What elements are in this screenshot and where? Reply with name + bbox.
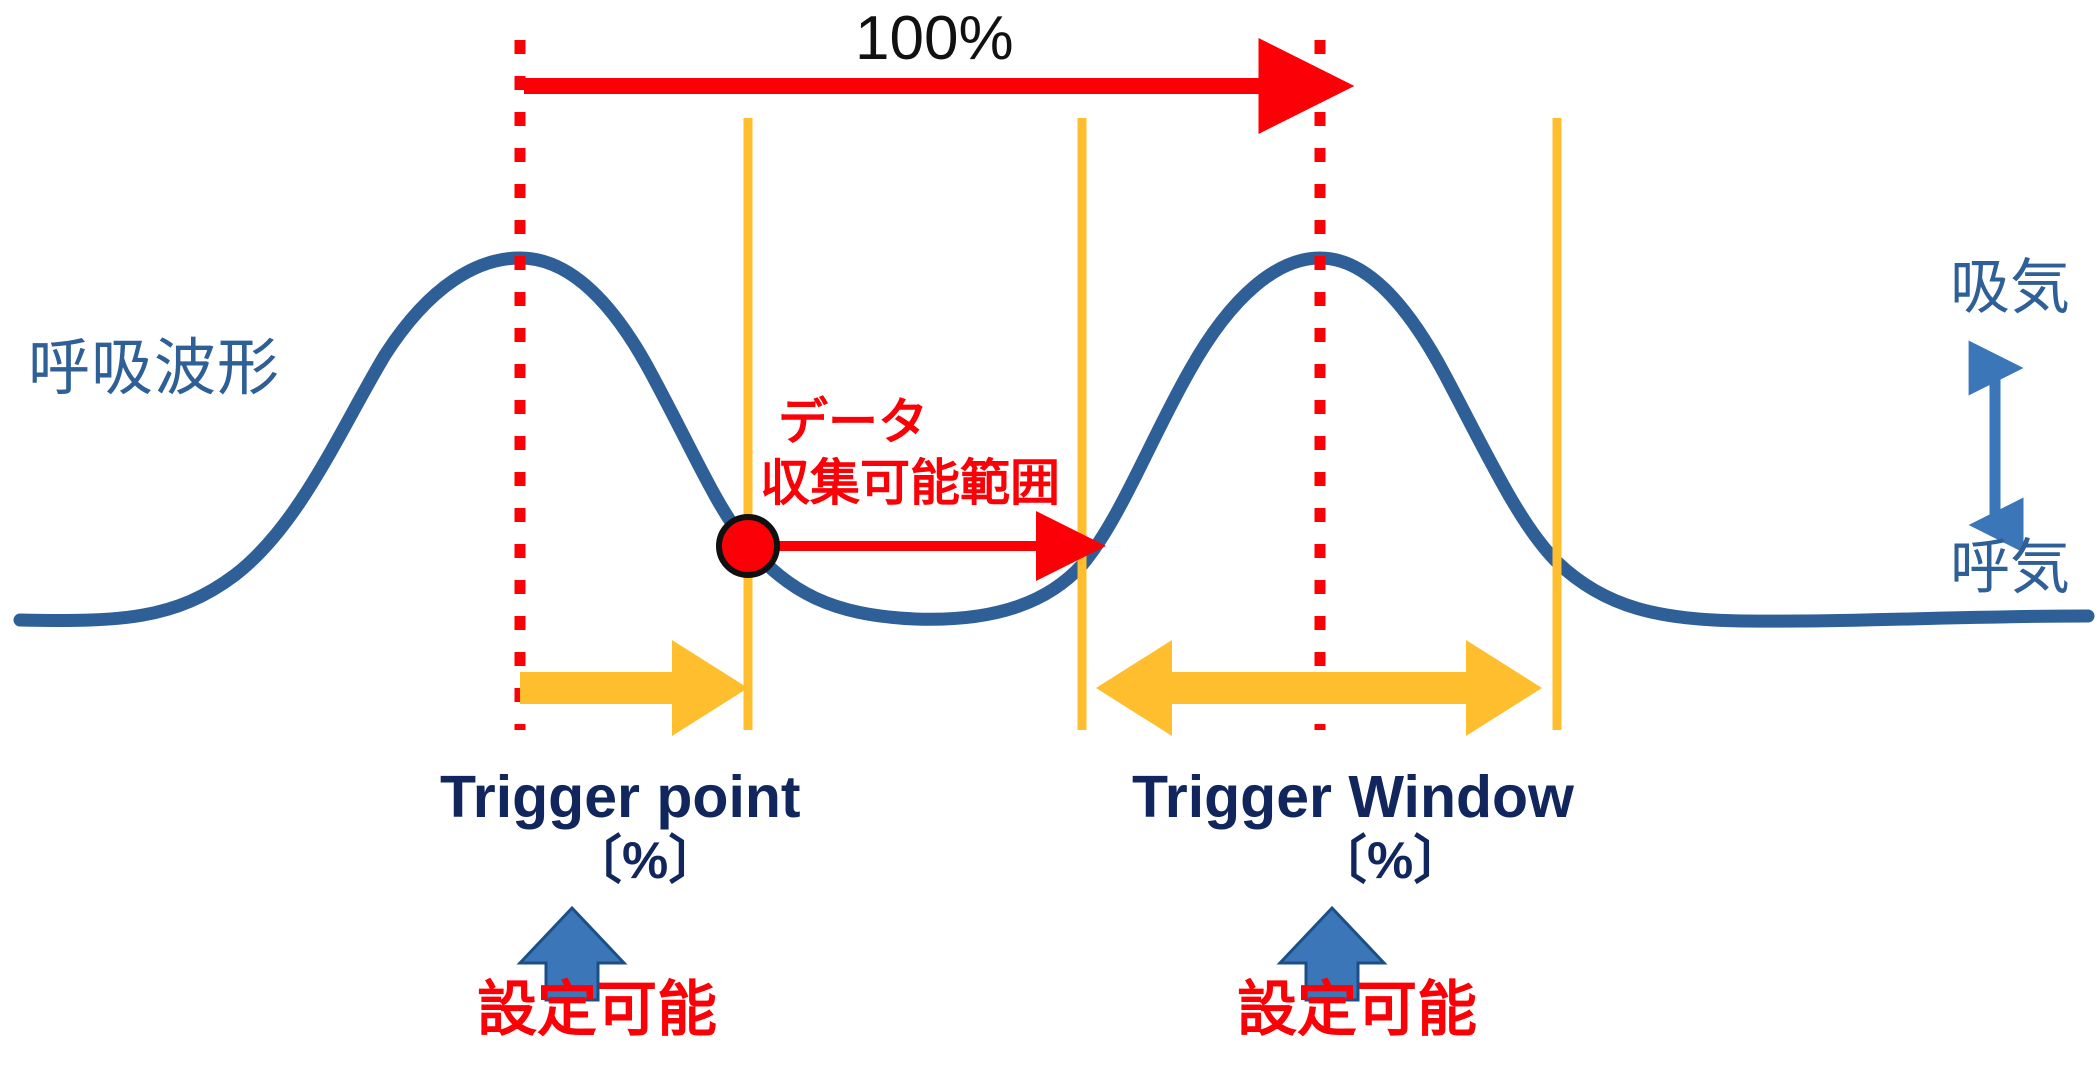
- up-arrow-icon-right: [1276, 905, 1388, 1002]
- red-dashed-lines-group: [514, 40, 1326, 730]
- trigger-point-unit-label: 〔%〕: [570, 832, 721, 890]
- settable-label-right: 設定可能: [1237, 976, 1477, 1043]
- settable-label-left: 設定可能: [477, 976, 717, 1043]
- trigger-window-label: Trigger Window: [1132, 764, 1574, 830]
- orange-boundary-lines-group: [743, 118, 1562, 730]
- trigger-window-arrow-group: [1096, 640, 1542, 736]
- trigger-point-label: Trigger point: [440, 764, 801, 830]
- trigger-window-unit-label: 〔%〕: [1315, 832, 1466, 890]
- trigger-window-arrow-icon: [1096, 640, 1542, 736]
- trigger-point-arrow-group: [520, 640, 748, 736]
- inhale-label: 吸気: [1950, 254, 2070, 321]
- data-range-label-line1: データ: [778, 394, 928, 450]
- exhale-label: 呼気: [1950, 534, 2070, 601]
- up-arrow-icon-left: [516, 905, 628, 1002]
- data-range-label-line2: 収集可能範囲: [760, 455, 1060, 511]
- waveform-curve-group: [13, 251, 2095, 628]
- trigger-point-marker-icon: [716, 514, 780, 578]
- respiratory-waveform-curve: [13, 251, 2095, 628]
- settable-arrows-group: [516, 905, 1388, 1002]
- cycle-percent-label: 100%: [855, 4, 1014, 73]
- data-range-arrow-group: [716, 511, 1106, 581]
- trigger-point-arrow-icon: [520, 640, 748, 736]
- waveform-label: 呼吸波形: [28, 334, 281, 403]
